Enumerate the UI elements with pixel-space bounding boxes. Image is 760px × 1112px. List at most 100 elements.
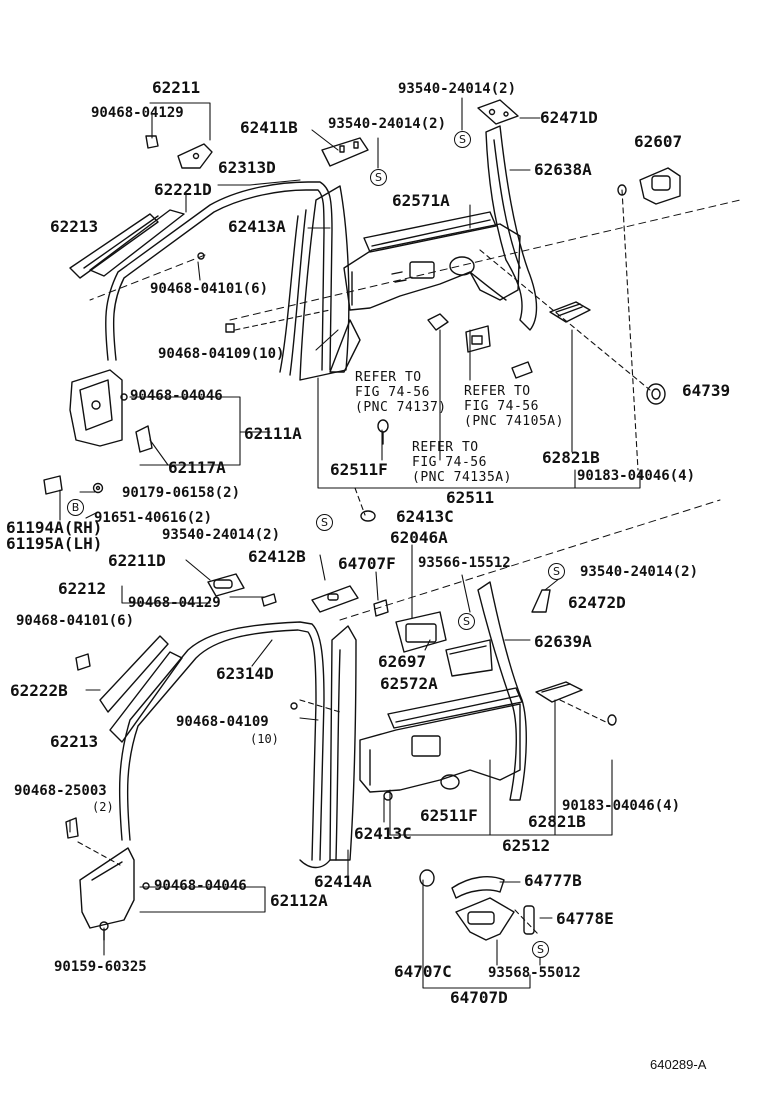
label-62117A: 62117A	[168, 458, 226, 477]
label-62821B-b: 62821B	[528, 812, 586, 831]
part-64739	[647, 384, 665, 404]
quarter-panel-upper	[344, 212, 520, 310]
label-62211: 62211	[152, 78, 201, 97]
door-weatherstrip-upper	[106, 182, 332, 370]
label-62213-a: 62213	[50, 217, 99, 236]
label-64777B: 64777B	[524, 871, 582, 890]
label-62697: 62697	[378, 652, 427, 671]
label-90468-25003-qty: (2)	[92, 800, 114, 814]
reference-note-2: REFER TO FIG 74-56 (PNC 74105A)	[464, 384, 564, 429]
label-62222B: 62222B	[10, 681, 68, 700]
label-93566: 93566-15512	[418, 555, 511, 571]
label-93540-a: 93540-24014(2)	[328, 116, 447, 132]
leader-lines	[60, 98, 650, 988]
label-90468-04101-a: 90468-04101(6)	[150, 281, 269, 297]
label-62638A: 62638A	[534, 160, 592, 179]
part-62607	[618, 168, 680, 204]
symbol-s-3: S	[316, 514, 333, 531]
clip-62471D	[478, 100, 518, 124]
label-62511F-b: 62511F	[420, 806, 478, 825]
label-90468-04129-b: 90468-04129	[128, 595, 221, 611]
reference-2-line-1: REFER TO	[464, 384, 531, 399]
label-62413A: 62413A	[228, 217, 286, 236]
label-90468-04101-b: 90468-04101(6)	[16, 613, 135, 629]
vent-62821B-lower	[536, 682, 616, 725]
label-62213-b: 62213	[50, 732, 99, 751]
reference-note-3: REFER TO FIG 74-56 (PNC 74135A)	[412, 440, 512, 485]
label-62512: 62512	[502, 836, 551, 855]
reference-note-1: REFER TO FIG 74-56 (PNC 74137)	[355, 370, 447, 415]
label-62511: 62511	[446, 488, 495, 507]
label-93540-b: 93540-24014(2)	[398, 81, 517, 97]
label-62412B: 62412B	[248, 547, 306, 566]
label-64707C: 64707C	[394, 962, 452, 981]
label-90468-04109-a: 90468-04109(10)	[158, 346, 285, 362]
label-64739: 64739	[682, 381, 731, 400]
pillar-trim-lower	[291, 626, 356, 860]
label-61195A: 61195A(LH)	[6, 534, 103, 553]
sill-strips-lower	[76, 636, 182, 742]
symbol-s-6: S	[532, 941, 549, 958]
label-62211D: 62211D	[108, 551, 166, 570]
label-64707D: 64707D	[450, 988, 508, 1007]
label-90159: 90159-60325	[54, 959, 147, 975]
label-62111A: 62111A	[244, 424, 302, 443]
sill-strip-upper	[70, 210, 184, 278]
label-90468-04129-a: 90468-04129	[91, 105, 184, 121]
label-62411B: 62411B	[240, 118, 298, 137]
symbol-s-5: S	[458, 613, 475, 630]
part-62697	[396, 612, 492, 676]
reference-1-line-2: FIG 74-56	[355, 385, 430, 400]
clip-62211	[146, 136, 212, 168]
label-62607: 62607	[634, 132, 683, 151]
label-62314D: 62314D	[216, 664, 274, 683]
bracket-61194A	[44, 476, 103, 494]
reference-3-line-2: FIG 74-56	[412, 455, 487, 470]
reference-2-line-3: (PNC 74105A)	[464, 414, 564, 429]
reference-2-line-2: FIG 74-56	[464, 399, 539, 414]
label-93540-c: 93540-24014(2)	[162, 527, 281, 543]
pillar-62639A	[478, 582, 526, 800]
symbol-b: B	[67, 499, 84, 516]
part-64707F	[374, 600, 388, 616]
label-61194A: 61194A(RH)	[6, 518, 103, 537]
label-62046A: 62046A	[390, 528, 448, 547]
symbol-s-1: S	[370, 169, 387, 186]
reference-1-line-3: (PNC 74137)	[355, 400, 447, 415]
quarter-panel-lower	[360, 688, 522, 800]
label-91651: 91651-40616(2)	[94, 510, 213, 526]
label-62414A: 62414A	[314, 872, 372, 891]
label-62511F-a: 62511F	[330, 460, 388, 479]
label-90468-04109-b: 90468-04109	[176, 714, 269, 730]
reference-3-line-1: REFER TO	[412, 440, 479, 455]
label-62471D: 62471D	[540, 108, 598, 127]
reference-1-line-1: REFER TO	[355, 370, 422, 385]
label-90179: 90179-06158(2)	[122, 485, 241, 501]
pillar-trim-upper	[280, 138, 368, 380]
label-90468-04109-b-qty: (10)	[250, 732, 279, 746]
label-93540-d: 93540-24014(2)	[580, 564, 699, 580]
label-90183-b: 90183-04046(4)	[562, 798, 681, 814]
label-62313D: 62313D	[218, 158, 276, 177]
kick-panel-lower	[66, 818, 149, 940]
label-62639A: 62639A	[534, 632, 592, 651]
label-62212: 62212	[58, 579, 107, 598]
label-62572A: 62572A	[380, 674, 438, 693]
label-62413C-b: 62413C	[354, 824, 412, 843]
vent-62821B	[550, 302, 590, 322]
symbol-s-2: S	[454, 131, 471, 148]
figure-code: 640289-A	[650, 1057, 707, 1072]
reference-3-line-3: (PNC 74135A)	[412, 470, 512, 485]
symbol-s-4: S	[548, 563, 565, 580]
label-90468-04046-b: 90468-04046	[154, 878, 247, 894]
kick-panel-upper	[70, 370, 152, 452]
label-62821B-a: 62821B	[542, 448, 600, 467]
clip-62212	[208, 574, 276, 606]
clip-62472D	[532, 590, 550, 612]
label-62112A: 62112A	[270, 891, 328, 910]
label-64707F: 64707F	[338, 554, 396, 573]
label-90468-25003: 90468-25003	[14, 783, 107, 799]
part-62412B	[312, 586, 358, 612]
